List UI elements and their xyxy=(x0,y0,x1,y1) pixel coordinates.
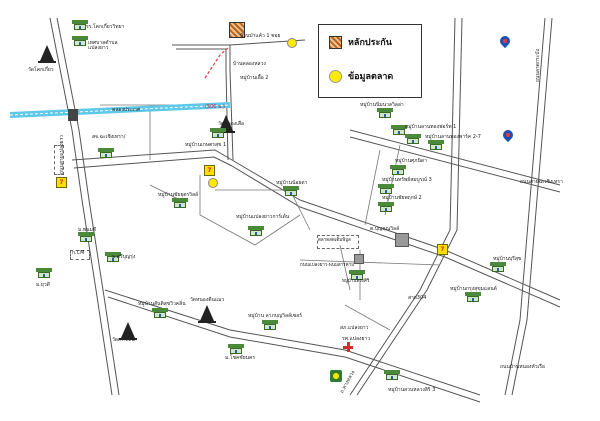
village-icon xyxy=(405,134,421,145)
village-label: บ้านป่าแค้ว 1 ซอย xyxy=(240,33,281,39)
roads-main xyxy=(49,17,561,403)
village-icon xyxy=(248,226,264,237)
village-icon xyxy=(172,198,188,209)
building-icon xyxy=(72,36,88,47)
village-icon xyxy=(228,344,244,355)
legend-label-market: ข้อมูลตลาด xyxy=(348,72,394,82)
village-icon xyxy=(391,125,407,136)
village-icon xyxy=(349,270,365,281)
village-icon xyxy=(262,320,278,331)
map-legend: หลักประกัน ข้อมูลตลาด xyxy=(318,24,422,98)
gas-station-icon xyxy=(497,33,513,49)
village-label: หมู่บ้านทรงศิริ xyxy=(342,279,370,284)
temple-label: วัดหนองเสือ xyxy=(218,121,244,127)
market-data-marker xyxy=(208,178,218,188)
village-icon xyxy=(36,268,52,279)
village-label: หมู่บ้านลานทองพาร์ค 2-7 xyxy=(425,134,481,140)
village-icon xyxy=(210,128,226,139)
village-icon xyxy=(105,252,121,263)
place-label: ต.บุญคุณวิลล์ xyxy=(370,226,400,232)
building-icon xyxy=(98,148,114,159)
municipality-label: เทศบาลตำบล แปลงยาว xyxy=(88,40,118,51)
building-marker xyxy=(354,254,364,264)
village-label: หมู่บ้านชัยพฤกษ์ 2 xyxy=(382,195,422,201)
village-label: หมู่บ้าน ลาภบุญวิลล์เซอร์ xyxy=(248,313,302,319)
village-icon xyxy=(78,232,94,243)
school-label: รร.โคกเกี๋ยววิทยา xyxy=(86,24,125,30)
village-label: หมู่บ้านสวนหลวงสิริ 3 xyxy=(388,387,436,393)
village-icon xyxy=(390,165,406,176)
village-label: ม.พนมดี xyxy=(78,227,97,233)
village-label: ม.ยุวดี xyxy=(36,282,50,288)
village-icon xyxy=(378,202,394,213)
village-label: หมู่บ้านเอื้อ 2 xyxy=(240,75,269,81)
village-icon xyxy=(152,308,168,319)
village-icon xyxy=(428,140,444,151)
legend-row-market: ข้อมูลตลาด xyxy=(329,69,393,83)
park-icon xyxy=(330,370,342,382)
roads-secondary xyxy=(100,104,441,331)
road-label: ถนนแปลงยาว-พนมสารคาม xyxy=(300,263,355,268)
village-label: หมู่บ้านสันติสุขวิวคลิ่น xyxy=(138,301,186,307)
gas-station-icon xyxy=(500,127,516,143)
area-marker xyxy=(70,250,90,260)
temple-icon xyxy=(217,115,235,133)
road-label: ถนนบ้านหนองหัวเรือ xyxy=(500,364,545,370)
hospital-label: รพ.แปลงยาว xyxy=(342,336,371,342)
collateral-marker xyxy=(229,22,245,38)
village-label: หมู่บ้านเกษตรสุข 1 xyxy=(185,142,227,148)
village-label: หมู่บ้านบุรีสุข xyxy=(493,256,522,262)
village-label: หมู่บ้านศุภนิดา xyxy=(395,158,427,164)
convenience-store-icon: 7 xyxy=(204,165,215,176)
distance-label: (500 ม.) xyxy=(205,104,225,110)
school-icon xyxy=(72,20,88,31)
legend-label-collateral: หลักประกัน xyxy=(348,38,392,48)
village-label: ม.โชคชัยนคร xyxy=(225,355,256,361)
temple-label: วัดโคกเกี๋ยว xyxy=(28,67,54,73)
canal xyxy=(9,102,231,121)
village-icon xyxy=(465,292,481,303)
convenience-store-icon: 7 xyxy=(437,244,448,255)
hospital-icon xyxy=(343,342,353,352)
village-label: หมู่บ้านลานทองฟอร์ท 1 xyxy=(405,124,457,130)
village-icon xyxy=(378,184,394,195)
road-label: ถนนสายฉะเชิงเทรา xyxy=(520,179,563,185)
village-icon xyxy=(377,108,393,119)
police-label: สภ.แปลงยาว xyxy=(340,325,369,331)
village-icon xyxy=(384,370,400,381)
collateral-hatch-icon xyxy=(329,35,342,49)
temple-label: วัดหนองตีนแมว xyxy=(190,297,225,303)
market-label: ตลาดสดเต็มพิบูล xyxy=(318,238,351,243)
village-label: หมู่บ้านกรุงสุขุมแลนด์ xyxy=(450,286,497,292)
village-label: หมู่บ้านทรัพย์สมบูรณ์ 3 xyxy=(382,177,432,183)
road-label: ถนนลาดกระบัง xyxy=(535,49,541,82)
temple-icon xyxy=(119,322,137,340)
area-marker xyxy=(317,235,359,249)
road-label: สาย304 xyxy=(408,295,427,301)
temple-icon xyxy=(198,305,216,323)
route-highlight xyxy=(204,47,229,79)
place-label: บ้านคลองหลวง xyxy=(233,61,266,67)
market-data-dot-icon xyxy=(329,69,342,83)
village-label: หมู่บ้านน้อยดา xyxy=(276,180,308,186)
village-icon xyxy=(490,262,506,273)
legend-row-collateral: หลักประกัน xyxy=(329,35,392,49)
convenience-store-icon: 7 xyxy=(56,177,67,188)
road-label: ถนนสายแปลงยาว xyxy=(59,134,65,174)
village-label: หมู่บ้านนิ่มนวลวิลล่า xyxy=(360,102,404,108)
village-label: ม.ศรีบุญรุ่ง xyxy=(112,254,136,260)
place-label: ก.CM xyxy=(72,250,85,256)
village-label: หมู่บ้านแปลงยาวการ์เด้น xyxy=(236,214,290,220)
village-icon xyxy=(283,186,299,197)
building-marker xyxy=(395,233,409,247)
office-label: สจ.ฉะเชิงเทรา/ xyxy=(92,134,126,140)
canal-label: คลองประเวศ xyxy=(112,107,141,113)
area-marker xyxy=(54,145,64,175)
temple-label: วัดเกาะลิน xyxy=(112,337,135,343)
temple-icon xyxy=(38,45,56,63)
village-label: หมู่บ้านชัยยุตรวิลล์ xyxy=(158,192,199,198)
market-data-marker xyxy=(287,38,297,48)
